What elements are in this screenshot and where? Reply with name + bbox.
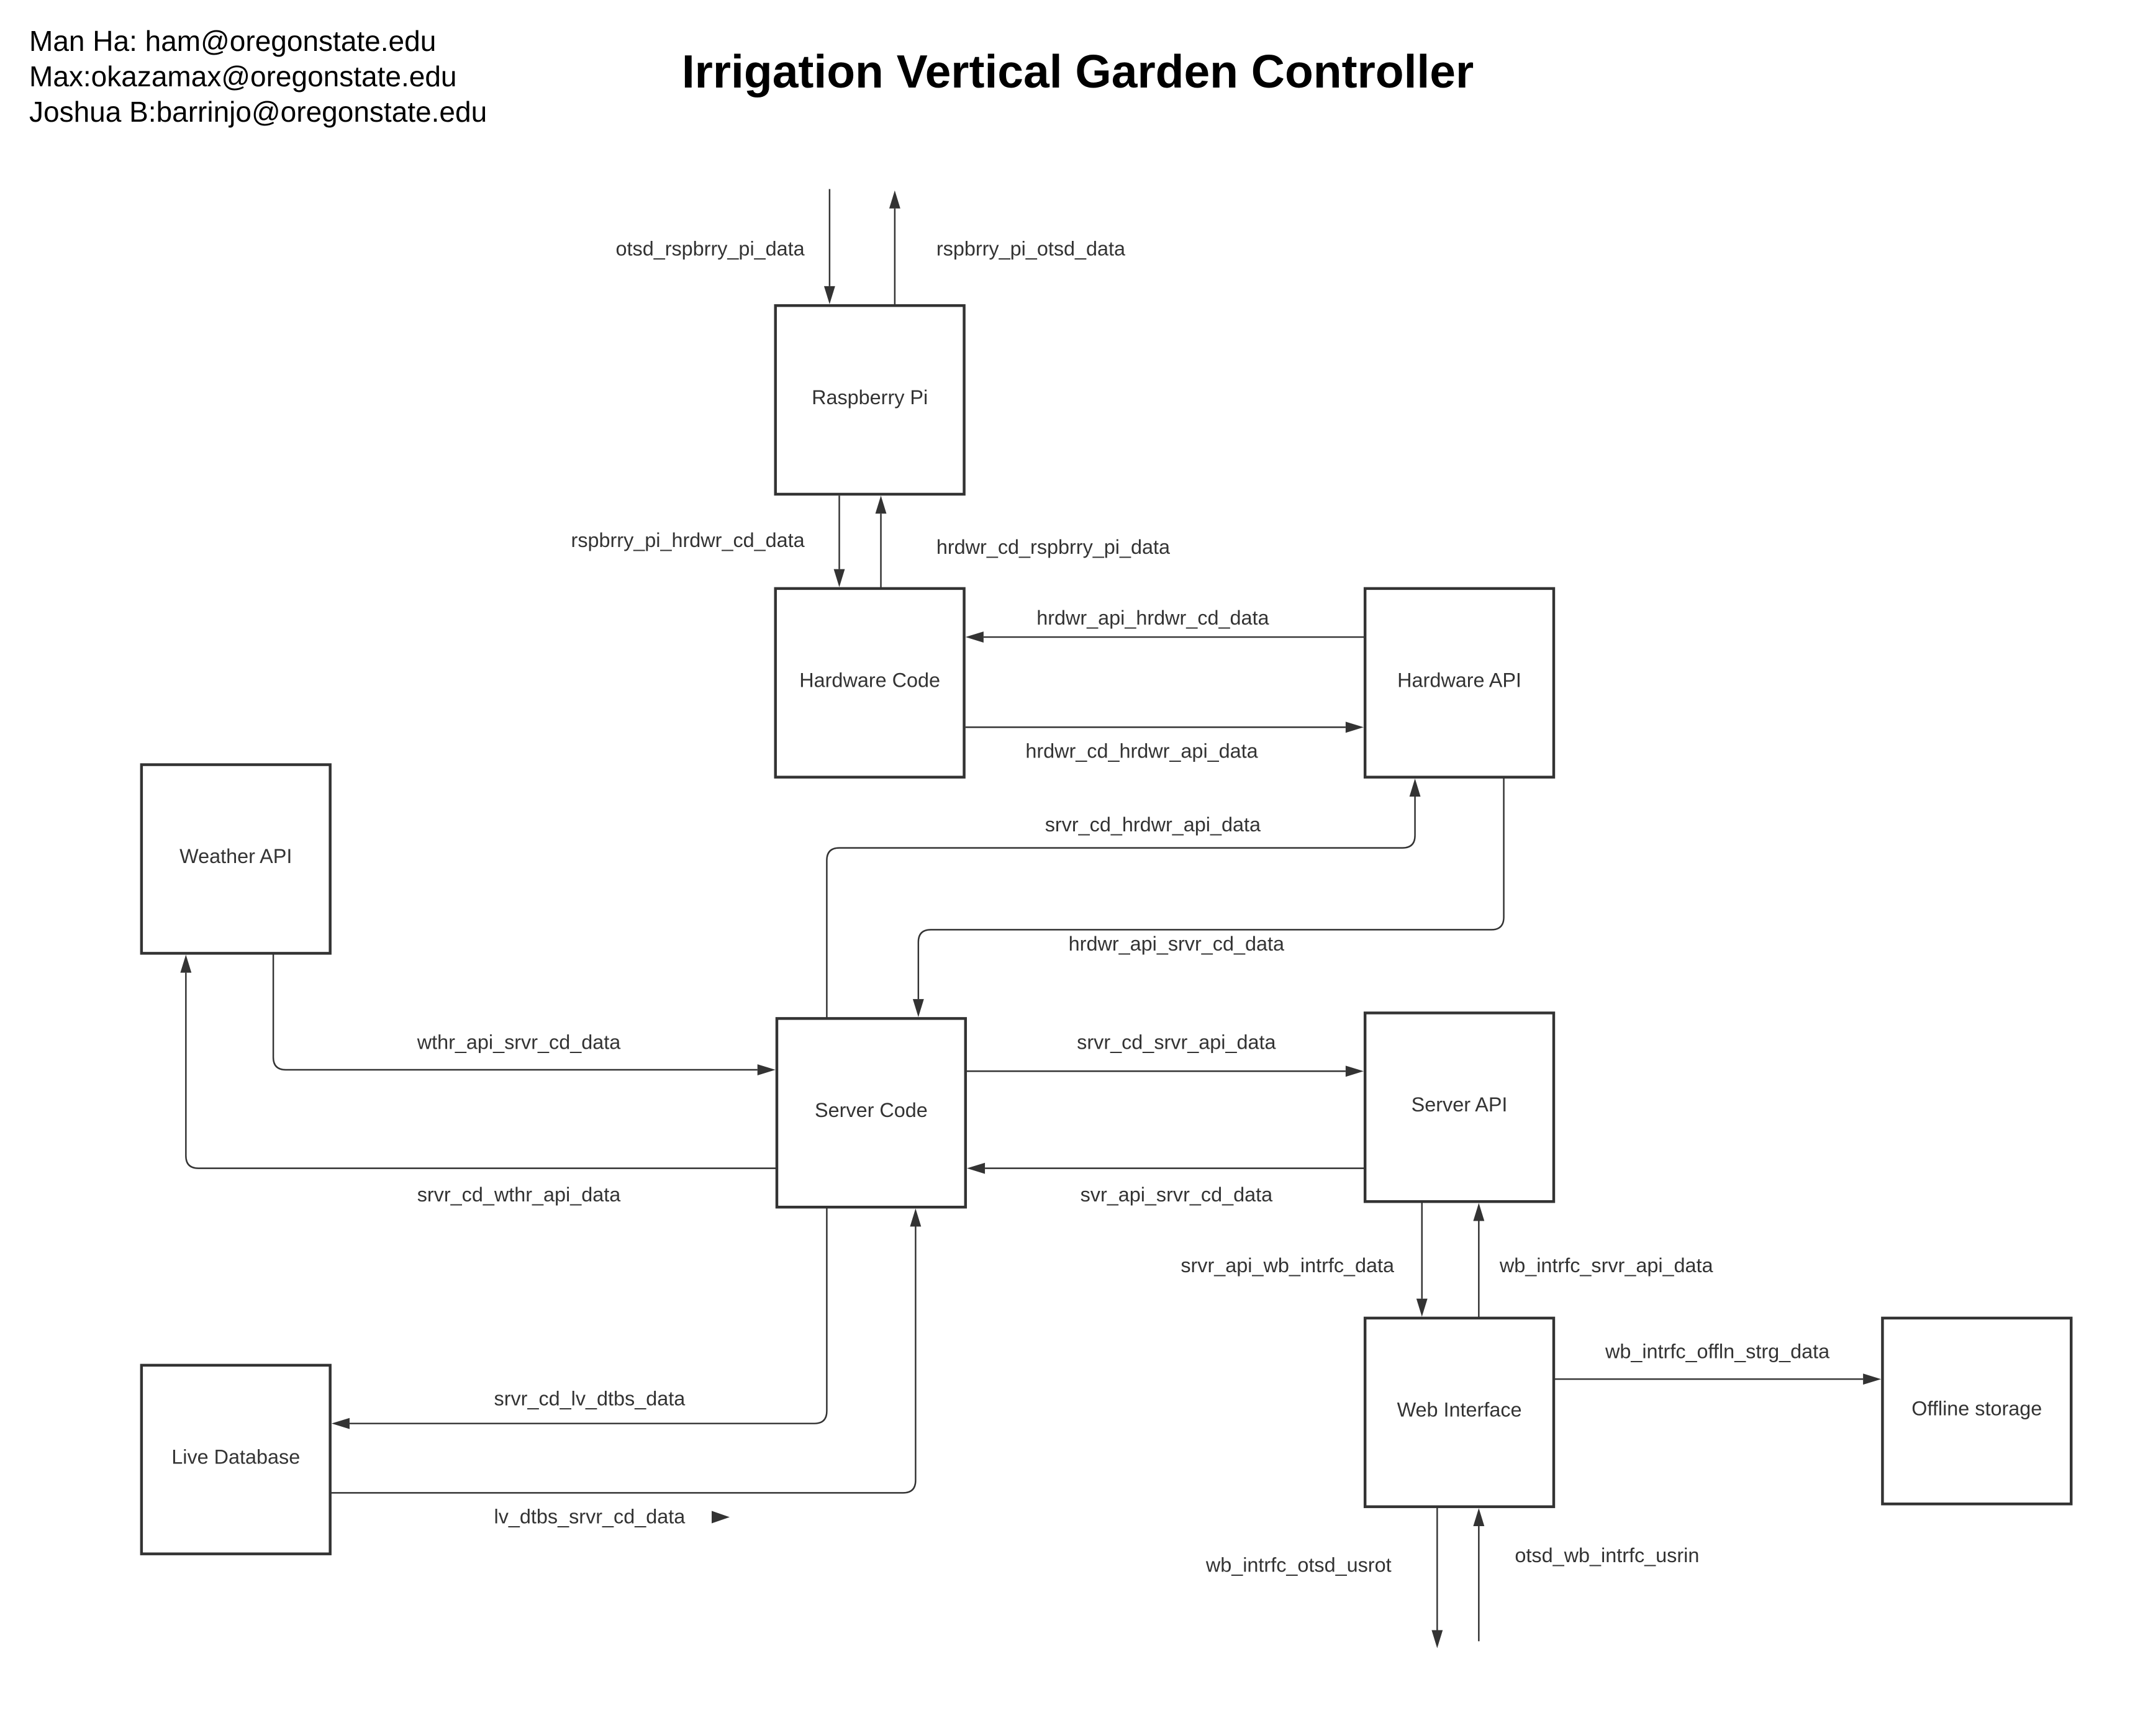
arrowhead-down-icon	[912, 999, 924, 1018]
arrowhead-up-icon	[180, 954, 192, 973]
edge-label: otsd_rspbrry_pi_data	[616, 238, 805, 260]
edge-srvr-cd-hrdwr-api[interactable]: srvr_cd_hrdwr_api_data	[826, 778, 1421, 1019]
edge-label: lv_dtbs_srvr_cd_data	[494, 1506, 686, 1528]
arrowhead-right-icon	[1345, 1065, 1364, 1077]
arrowhead-down-icon	[1416, 1298, 1428, 1317]
arrowhead-left-icon	[965, 631, 984, 643]
edge-line	[185, 972, 777, 1169]
node-server-code[interactable]: Server Code	[775, 1017, 968, 1209]
node-box	[774, 587, 966, 779]
arrowhead-up-icon	[1473, 1203, 1485, 1221]
node-offline-storage[interactable]: Offline storage	[1881, 1316, 2073, 1506]
node-box	[140, 763, 332, 955]
author-line: Max:okazamax@oregonstate.edu	[29, 60, 457, 93]
node-live-database[interactable]: Live Database	[140, 1363, 332, 1555]
edge-label: srvr_cd_wthr_api_data	[417, 1183, 621, 1206]
arrowhead-up-icon	[875, 495, 887, 514]
node-label: Raspberry Pi	[812, 386, 928, 409]
arrowhead-up-icon	[910, 1208, 922, 1227]
edge-wb-intrfc-otsd-usrot[interactable]: wb_intrfc_otsd_usrot	[1205, 1506, 1443, 1648]
edge-label: wb_intrfc_otsd_usrot	[1205, 1554, 1392, 1576]
edge-label: rspbrry_pi_hrdwr_cd_data	[571, 529, 805, 551]
edge-label: hrdwr_cd_rspbrry_pi_data	[936, 536, 1170, 558]
node-label: Offline storage	[1911, 1397, 2042, 1419]
edge-line	[272, 953, 758, 1071]
edge-srvr-cd-wthr-api[interactable]: srvr_cd_wthr_api_data	[180, 954, 777, 1206]
arrowhead-right-icon	[1863, 1373, 1882, 1385]
arrowhead-right-icon	[757, 1064, 776, 1075]
edge-svr-api-srvr-cd[interactable]: svr_api_srvr_cd_data	[967, 1162, 1366, 1206]
node-hardware-code[interactable]: Hardware Code	[774, 587, 966, 779]
stray-arrowhead-icon	[711, 1511, 730, 1524]
node-box	[1363, 1316, 1556, 1508]
arrowhead-down-icon	[1431, 1630, 1443, 1648]
arrowhead-down-icon	[833, 569, 845, 587]
node-box	[1363, 1011, 1556, 1203]
node-web-interface[interactable]: Web Interface	[1363, 1316, 1556, 1508]
edge-hrdwr-cd-rspbrry-pi[interactable]: hrdwr_cd_rspbrry_pi_data	[875, 495, 1170, 589]
node-raspberry-pi[interactable]: Raspberry Pi	[774, 304, 966, 496]
node-box	[775, 1017, 968, 1209]
edge-wb-intrfc-offln-strg[interactable]: wb_intrfc_offln_strg_data	[1553, 1340, 1882, 1385]
node-box	[1881, 1316, 2073, 1506]
edge-srvr-api-wb-intrfc[interactable]: srvr_api_wb_intrfc_data	[1181, 1201, 1428, 1317]
node-box	[140, 1363, 332, 1555]
edge-line	[349, 1207, 828, 1424]
edge-hrdwr-api-srvr-cd[interactable]: hrdwr_api_srvr_cd_data	[912, 777, 1505, 1018]
edge-label: hrdwr_api_srvr_cd_data	[1069, 933, 1284, 955]
author-line: Joshua B:barrinjo@oregonstate.edu	[29, 96, 487, 128]
edge-line	[917, 777, 1505, 1000]
edge-hrdwr-cd-hrdwr-api[interactable]: hrdwr_cd_hrdwr_api_data	[965, 721, 1364, 762]
arrowhead-left-icon	[331, 1417, 350, 1429]
arrowhead-down-icon	[823, 286, 835, 304]
edge-hrdwr-api-hrdwr-cd[interactable]: hrdwr_api_hrdwr_cd_data	[965, 607, 1366, 643]
edge-label: srvr_cd_srvr_api_data	[1077, 1031, 1276, 1054]
edge-rspbrry-pi-otsd[interactable]: rspbrry_pi_otsd_data	[889, 190, 1125, 306]
edge-rspbrry-pi-hrdwr-cd[interactable]: rspbrry_pi_hrdwr_cd_data	[571, 495, 845, 587]
node-label: Web Interface	[1397, 1399, 1522, 1421]
node-label: Server API	[1412, 1093, 1508, 1116]
node-hardware-api[interactable]: Hardware API	[1363, 587, 1556, 779]
node-box	[1363, 587, 1556, 779]
edge-srvr-cd-srvr-api[interactable]: srvr_cd_srvr_api_data	[965, 1031, 1364, 1077]
edge-label: srvr_cd_hrdwr_api_data	[1045, 813, 1261, 836]
edge-otsd-wb-intrfc-usrin[interactable]: otsd_wb_intrfc_usrin	[1473, 1508, 1699, 1642]
edge-line	[826, 796, 1416, 1019]
edge-label: srvr_api_wb_intrfc_data	[1181, 1254, 1394, 1277]
node-box	[774, 304, 966, 496]
edge-line	[330, 1226, 917, 1494]
node-label: Hardware API	[1397, 669, 1521, 691]
edge-label: rspbrry_pi_otsd_data	[936, 238, 1125, 260]
diagram-title: Irrigation Vertical Garden Controller	[681, 45, 1474, 97]
arrowhead-up-icon	[889, 190, 900, 209]
edge-label: hrdwr_api_hrdwr_cd_data	[1036, 607, 1269, 629]
edge-srvr-cd-lv-dtbs[interactable]: srvr_cd_lv_dtbs_data	[331, 1207, 828, 1429]
arrowhead-left-icon	[967, 1162, 986, 1174]
diagram-title-wrap: Irrigation Vertical Garden Controller	[0, 45, 2153, 98]
arrowhead-up-icon	[1473, 1508, 1485, 1526]
arrowhead-right-icon	[1345, 721, 1364, 733]
edge-label: srvr_cd_lv_dtbs_data	[494, 1388, 686, 1410]
edge-lv-dtbs-srvr-cd[interactable]: lv_dtbs_srvr_cd_data	[330, 1208, 922, 1528]
node-label: Hardware Code	[799, 669, 940, 691]
edge-label: otsd_wb_intrfc_usrin	[1515, 1544, 1699, 1566]
edge-wthr-api-srvr-cd[interactable]: wthr_api_srvr_cd_data	[272, 953, 776, 1075]
edge-label: hrdwr_cd_hrdwr_api_data	[1025, 739, 1258, 762]
edge-label: svr_api_srvr_cd_data	[1081, 1183, 1273, 1206]
node-label: Live Database	[171, 1445, 300, 1468]
author-line: Man Ha: ham@oregonstate.edu	[29, 25, 437, 57]
node-label: Weather API	[179, 845, 292, 867]
edge-label: wb_intrfc_offln_strg_data	[1605, 1340, 1829, 1363]
node-weather-api[interactable]: Weather API	[140, 763, 332, 955]
edge-wb-intrfc-srvr-api[interactable]: wb_intrfc_srvr_api_data	[1473, 1203, 1713, 1318]
edge-otsd-rspbrry-pi[interactable]: otsd_rspbrry_pi_data	[616, 189, 835, 304]
node-label: Server Code	[815, 1099, 928, 1121]
authors-block: Man Ha: ham@oregonstate.edu Max:okazamax…	[29, 24, 487, 130]
edge-label: wb_intrfc_srvr_api_data	[1499, 1254, 1713, 1277]
edge-label: wthr_api_srvr_cd_data	[417, 1031, 621, 1054]
arrowhead-up-icon	[1409, 778, 1421, 797]
node-server-api[interactable]: Server API	[1363, 1011, 1556, 1203]
